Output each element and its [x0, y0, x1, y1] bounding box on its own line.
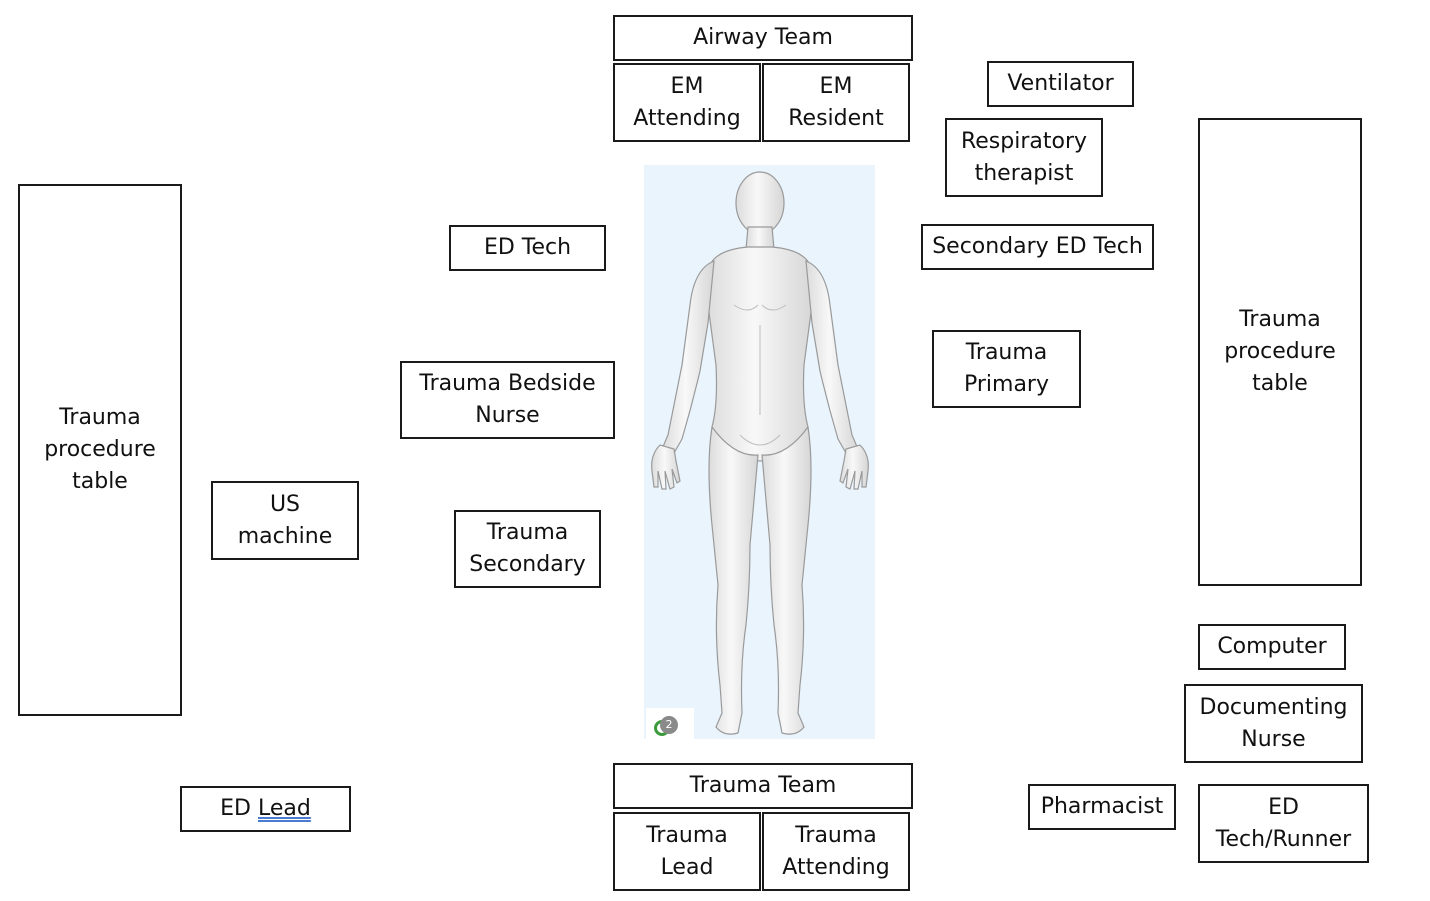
ed-lead-word: Lead — [257, 796, 311, 821]
ed-tech-label: ED Tech — [483, 235, 572, 260]
airway-team-box: Airway Team — [613, 15, 913, 61]
ventilator-label: Ventilator — [1007, 71, 1114, 96]
us-machine-label: US machine — [237, 491, 333, 549]
trauma-lead-box: Trauma Lead — [613, 812, 761, 891]
trauma-secondary-label: Trauma Secondary — [469, 520, 586, 577]
trauma-attending-box: Trauma Attending — [762, 812, 910, 891]
trauma-bedside-nurse-label: Trauma Bedside Nurse — [419, 371, 596, 428]
trauma-lead-label: Trauma Lead — [646, 822, 728, 880]
em-attending-label: EM Attending — [633, 73, 741, 131]
trauma-team-label: Trauma Team — [689, 773, 837, 798]
ed-tech-runner-label: ED Tech/Runner — [1215, 794, 1352, 852]
em-attending-box: EM Attending — [613, 63, 761, 142]
trauma-procedure-table-right-label: Trauma procedure table — [1224, 307, 1336, 396]
computer-label: Computer — [1217, 634, 1327, 659]
documenting-nurse-label: Documenting Nurse — [1199, 694, 1348, 752]
trauma-team-box: Trauma Team — [613, 763, 913, 809]
respiratory-therapist-label: Respiratory therapist — [960, 128, 1088, 186]
notification-badge: 2 — [646, 708, 694, 740]
us-machine-box: US machine — [211, 481, 359, 560]
em-resident-box: EM Resident — [762, 63, 910, 142]
pharmacist-box: Pharmacist — [1028, 784, 1176, 830]
ed-lead-label: ED Lead — [220, 793, 311, 825]
trauma-procedure-table-left: Trauma procedure table — [18, 184, 182, 716]
human-body-figure-icon — [651, 171, 869, 735]
patient-figure-panel — [644, 165, 875, 739]
trauma-primary-box: Trauma Primary — [932, 330, 1081, 408]
trauma-primary-label: Trauma Primary — [963, 340, 1049, 397]
ed-lead-box: ED Lead — [180, 786, 351, 832]
ed-lead-prefix: ED — [220, 796, 258, 821]
trauma-procedure-table-right: Trauma procedure table — [1198, 118, 1362, 586]
airway-team-label: Airway Team — [693, 25, 833, 50]
computer-box: Computer — [1198, 624, 1346, 670]
ed-tech-runner-box: ED Tech/Runner — [1198, 784, 1369, 863]
documenting-nurse-box: Documenting Nurse — [1184, 684, 1363, 763]
secondary-ed-tech-label: Secondary ED Tech — [932, 234, 1143, 259]
badge-count: 2 — [660, 716, 678, 734]
pharmacist-label: Pharmacist — [1040, 794, 1164, 819]
trauma-attending-label: Trauma Attending — [782, 822, 890, 880]
secondary-ed-tech-box: Secondary ED Tech — [921, 224, 1154, 270]
trauma-procedure-table-left-label: Trauma procedure table — [44, 405, 156, 494]
ventilator-box: Ventilator — [987, 61, 1134, 107]
trauma-secondary-box: Trauma Secondary — [454, 510, 601, 588]
em-resident-label: EM Resident — [788, 73, 884, 131]
trauma-bedside-nurse-box: Trauma Bedside Nurse — [400, 361, 615, 439]
ed-tech-box: ED Tech — [449, 225, 606, 271]
respiratory-therapist-box: Respiratory therapist — [945, 118, 1103, 197]
